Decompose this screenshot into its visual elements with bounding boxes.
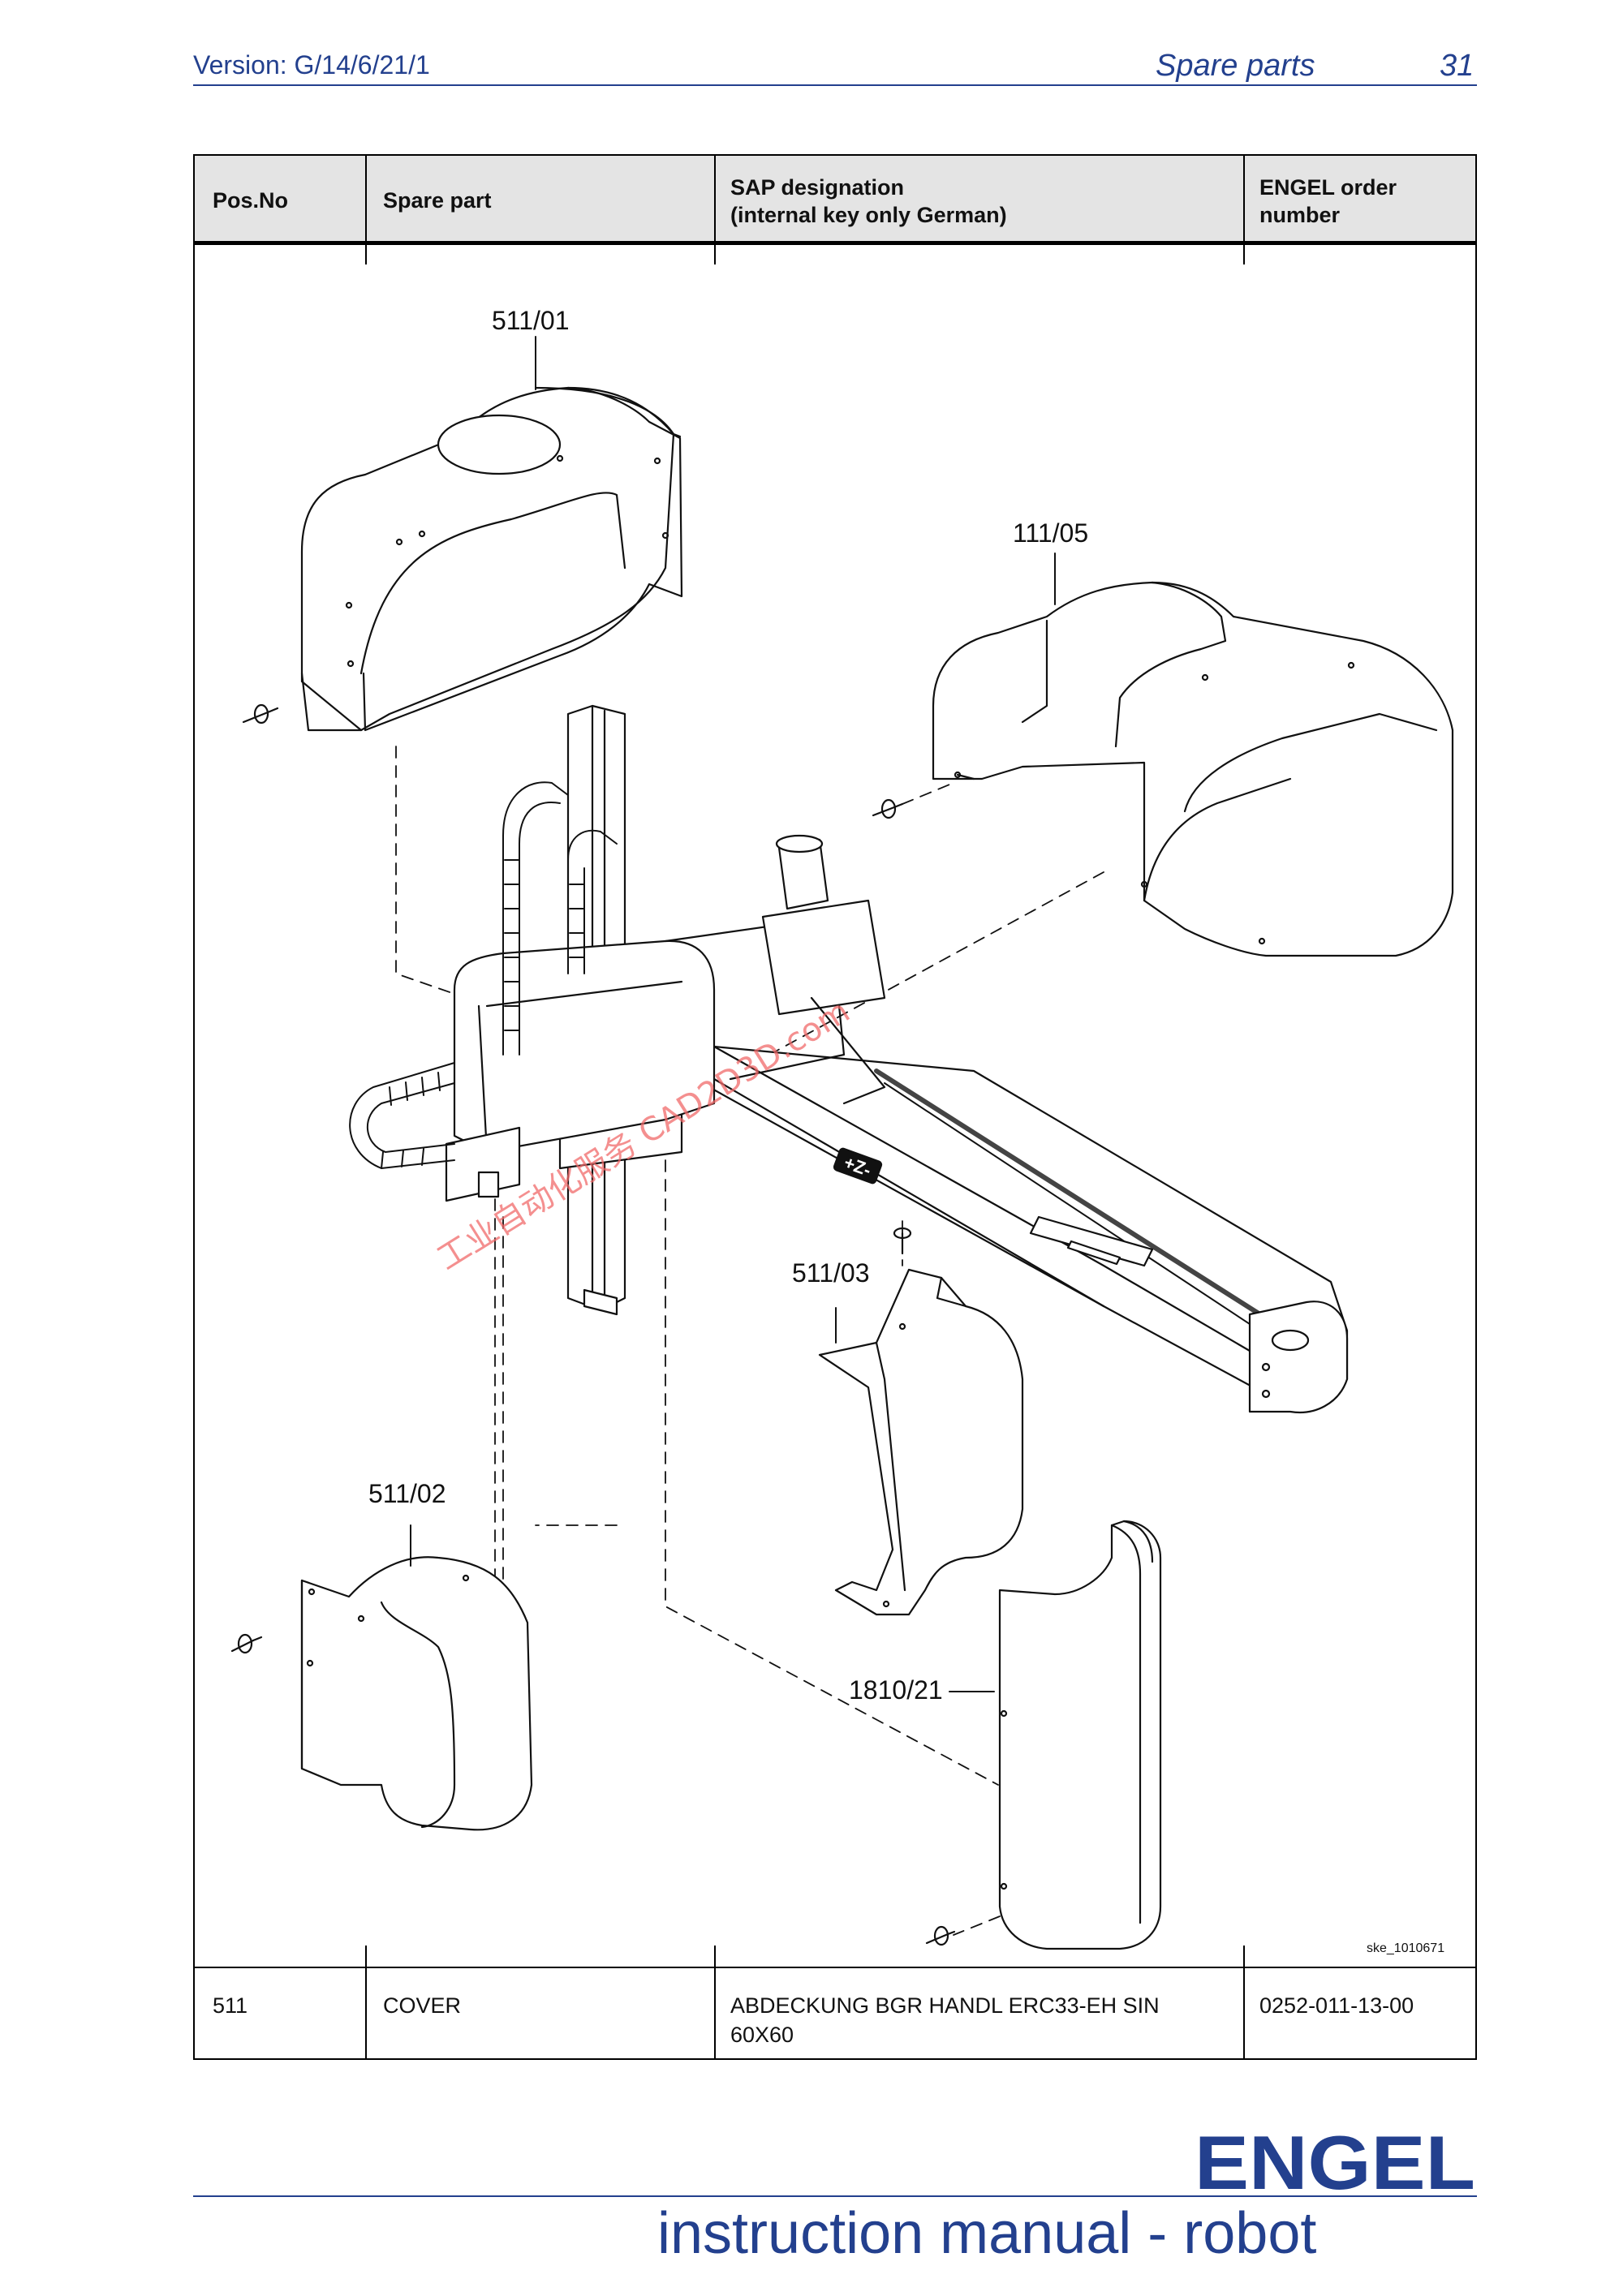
row-pos-no: 511 xyxy=(213,1993,248,2018)
document-version: Version: G/14/6/21/1 xyxy=(193,50,430,80)
column-divider xyxy=(714,156,716,245)
row-separator xyxy=(195,1967,1475,1968)
callout-leaders xyxy=(410,336,1056,1692)
column-header-spare-part: Spare part xyxy=(383,188,492,213)
column-tick xyxy=(1243,1946,1245,1967)
row-order-number: 0252-011-13-00 xyxy=(1259,1993,1414,2018)
callout-1810-21: 1810/21 xyxy=(849,1675,943,1705)
cover-511-02 xyxy=(300,1556,533,1831)
column-divider xyxy=(365,1967,367,2060)
column-divider xyxy=(1243,1967,1245,2060)
column-tick xyxy=(365,243,367,264)
cover-511-03 xyxy=(818,1268,1024,1616)
drawing-reference: ske_1010671 xyxy=(1367,1941,1444,1955)
brand-logo-text: ENGEL xyxy=(1195,2130,1475,2195)
column-header-sap-designation: SAP designation (internal key only Germa… xyxy=(730,174,1007,229)
axis-x-label: +X- xyxy=(559,1081,579,1110)
column-divider xyxy=(365,156,367,245)
section-title: Spare parts xyxy=(1156,49,1315,83)
screw-icon xyxy=(242,703,279,724)
callout-511-01: 511/01 xyxy=(492,306,570,335)
order-header-line1: ENGEL order xyxy=(1259,175,1397,200)
table-header: Pos.No Spare part SAP designation (inter… xyxy=(195,156,1475,245)
sap-header-line1: SAP designation xyxy=(730,175,905,200)
screw-icon xyxy=(872,798,904,819)
cover-511-01 xyxy=(300,386,683,732)
sap-header-line2: (internal key only German) xyxy=(730,203,1007,227)
energy-chain-vertical xyxy=(502,781,618,1056)
energy-chain-horizontal xyxy=(349,1062,455,1169)
spare-parts-table: Pos.No Spare part SAP designation (inter… xyxy=(193,154,1477,2060)
order-header-line2: number xyxy=(1259,203,1341,227)
header-rule xyxy=(193,84,1477,86)
column-header-pos-no: Pos.No xyxy=(213,188,289,213)
footer-title: instruction manual - robot xyxy=(657,2201,1317,2266)
callout-511-03: 511/03 xyxy=(792,1258,870,1288)
screw-icon xyxy=(925,1925,956,1946)
engel-logo: ENGEL xyxy=(1195,2130,1475,2195)
column-tick xyxy=(714,1946,716,1967)
cover-111-05 xyxy=(932,581,1454,957)
screw-icon xyxy=(893,1227,912,1255)
column-tick xyxy=(365,1946,367,1967)
horizontal-beam xyxy=(664,1045,1349,1414)
row-sap-line2: 60X60 xyxy=(730,2023,794,2047)
column-tick xyxy=(1243,243,1245,264)
footer-rule xyxy=(193,2195,1477,2197)
column-header-order-number: ENGEL order number xyxy=(1259,174,1397,229)
callout-111-05: 111/05 xyxy=(1013,518,1088,548)
screw-icon xyxy=(230,1633,263,1654)
page-number: 31 xyxy=(1440,49,1474,83)
row-sap-line1: ABDECKUNG BGR HANDL ERC33-EH SIN xyxy=(730,1993,1160,2018)
column-divider xyxy=(714,1967,716,2060)
callout-511-02: 511/02 xyxy=(368,1479,446,1508)
cover-1810-21 xyxy=(998,1520,1162,1950)
column-tick xyxy=(714,243,716,264)
row-spare-part: COVER xyxy=(383,1993,462,2018)
drive-motor xyxy=(761,834,886,1105)
column-divider xyxy=(1243,156,1245,245)
row-sap-designation: ABDECKUNG BGR HANDL ERC33-EH SIN 60X60 xyxy=(730,1991,1160,2049)
